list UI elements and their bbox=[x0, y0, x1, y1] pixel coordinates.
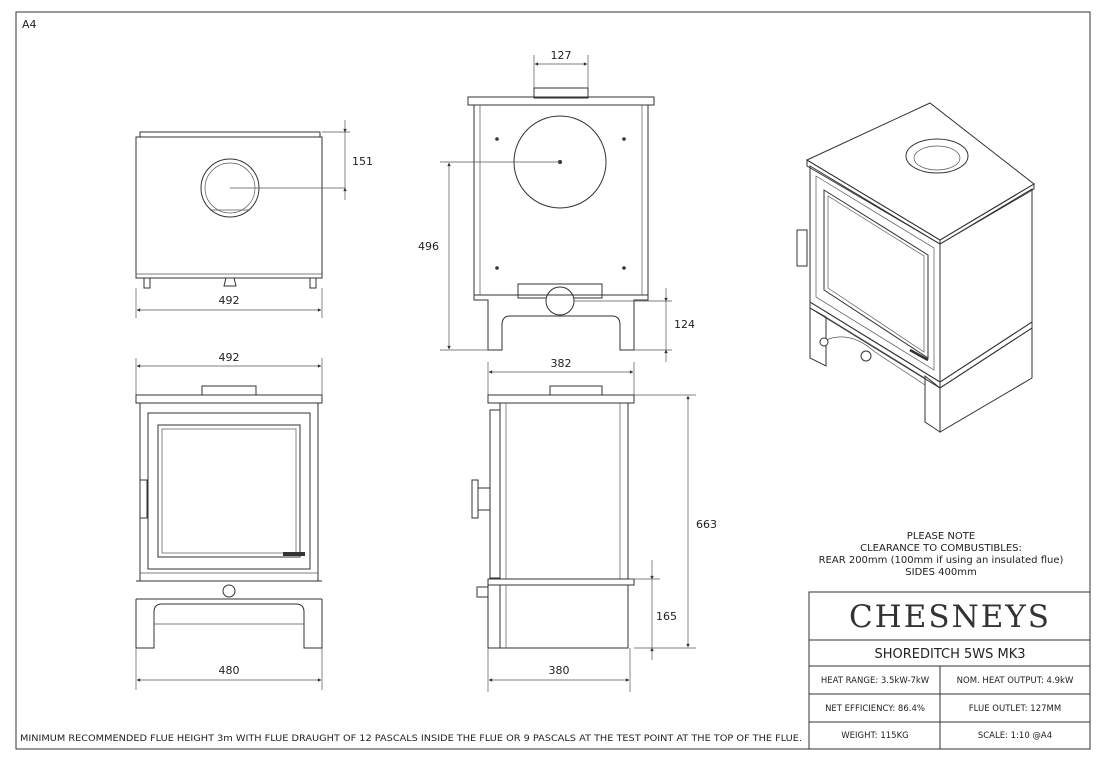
iso-flue-collar bbox=[905, 138, 969, 174]
iso-door-handle bbox=[796, 229, 808, 267]
dim-rear-flue-diameter: 127 bbox=[551, 49, 572, 62]
dim-front-top-width: 492 bbox=[219, 351, 240, 364]
spec-weight: WEIGHT: 115KG bbox=[841, 731, 908, 741]
dim-side-base-depth: 380 bbox=[549, 664, 570, 677]
clearance-note-line-4: SIDES 400mm bbox=[905, 567, 976, 578]
spec-nominal-output: NOM. HEAT OUTPUT: 4.9kW bbox=[957, 676, 1074, 686]
dim-side-plinth-height: 165 bbox=[656, 610, 677, 623]
spec-net-efficiency: NET EFFICIENCY: 86.4% bbox=[825, 704, 925, 714]
clearance-note: PLEASE NOTE CLEARANCE TO COMBUSTIBLES: R… bbox=[819, 531, 1064, 578]
dim-top-width: 492 bbox=[219, 294, 240, 307]
iso-glass bbox=[823, 189, 929, 359]
clearance-note-line-3: REAR 200mm (100mm if using an insulated … bbox=[819, 555, 1064, 566]
dim-side-top-depth: 382 bbox=[551, 357, 572, 370]
dim-top-flue-offset: 151 bbox=[352, 155, 373, 168]
title-block: CHESNEYS SHOREDITCH 5WS MK3 HEAT RANGE: … bbox=[808, 591, 1091, 750]
spec-scale: SCALE: 1:10 @A4 bbox=[978, 731, 1052, 741]
side-view: 382 380 663 165 bbox=[471, 357, 717, 692]
spec-heat-range: HEAT RANGE: 3.5kW-7kW bbox=[821, 676, 930, 686]
brand-logo: CHESNEYS bbox=[849, 599, 1051, 635]
front-door bbox=[147, 412, 311, 570]
isometric-view bbox=[796, 102, 1035, 433]
flue-height-note: MINIMUM RECOMMENDED FLUE HEIGHT 3m WITH … bbox=[20, 733, 802, 743]
spec-flue-outlet: FLUE OUTLET: 127MM bbox=[969, 704, 1061, 714]
model-name: SHOREDITCH 5WS MK3 bbox=[874, 647, 1025, 662]
rear-view: 127 496 124 bbox=[418, 49, 695, 362]
dim-rear-flue-height: 496 bbox=[418, 240, 439, 253]
clearance-note-line-2: CLEARANCE TO COMBUSTIBLES: bbox=[860, 543, 1022, 554]
sheet-size-label: A4 bbox=[22, 18, 37, 31]
sheet-border bbox=[15, 11, 1091, 750]
side-door-handle bbox=[471, 479, 479, 519]
front-door-handle bbox=[139, 479, 148, 519]
dim-side-total-height: 663 bbox=[696, 518, 717, 531]
rear-air-inlet bbox=[545, 286, 575, 316]
front-air-control bbox=[222, 584, 236, 598]
top-view: 151 492 bbox=[135, 120, 373, 318]
front-view: 492 480 bbox=[135, 351, 323, 690]
front-badge bbox=[283, 552, 305, 556]
dim-rear-outlet-height: 124 bbox=[674, 318, 695, 331]
dim-front-base-width: 480 bbox=[219, 664, 240, 677]
front-glass bbox=[157, 424, 301, 558]
clearance-note-line-1: PLEASE NOTE bbox=[907, 531, 975, 542]
